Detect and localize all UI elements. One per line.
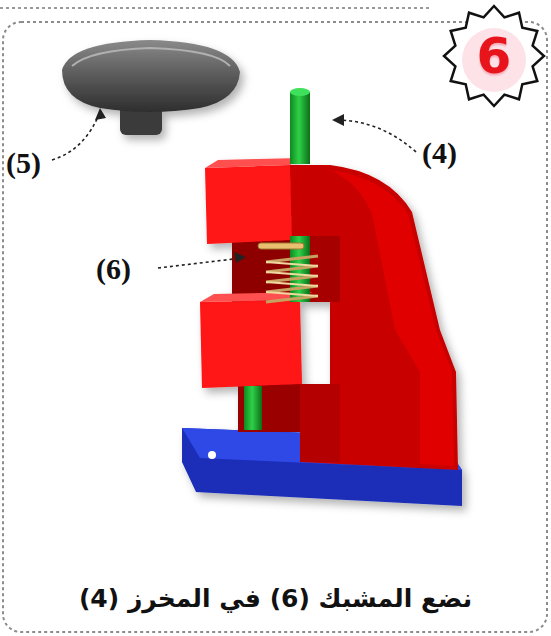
callout-number: (4)	[422, 138, 457, 168]
leader-line	[52, 112, 416, 268]
caption: نضع المشبك (6) في المخرز (4)	[14, 584, 537, 614]
spring-clip	[258, 243, 318, 302]
knob-part	[62, 40, 240, 135]
callout-number: (6)	[96, 254, 131, 284]
panel-edge	[0, 7, 430, 9]
leader-head	[234, 252, 246, 263]
press-body	[182, 158, 462, 506]
panel-frame	[3, 22, 547, 632]
step-number: 6	[442, 4, 546, 81]
step-badge: 6	[442, 4, 546, 108]
callout-number: (5)	[6, 148, 41, 178]
leader-head	[95, 108, 106, 120]
leader-head	[332, 114, 344, 126]
